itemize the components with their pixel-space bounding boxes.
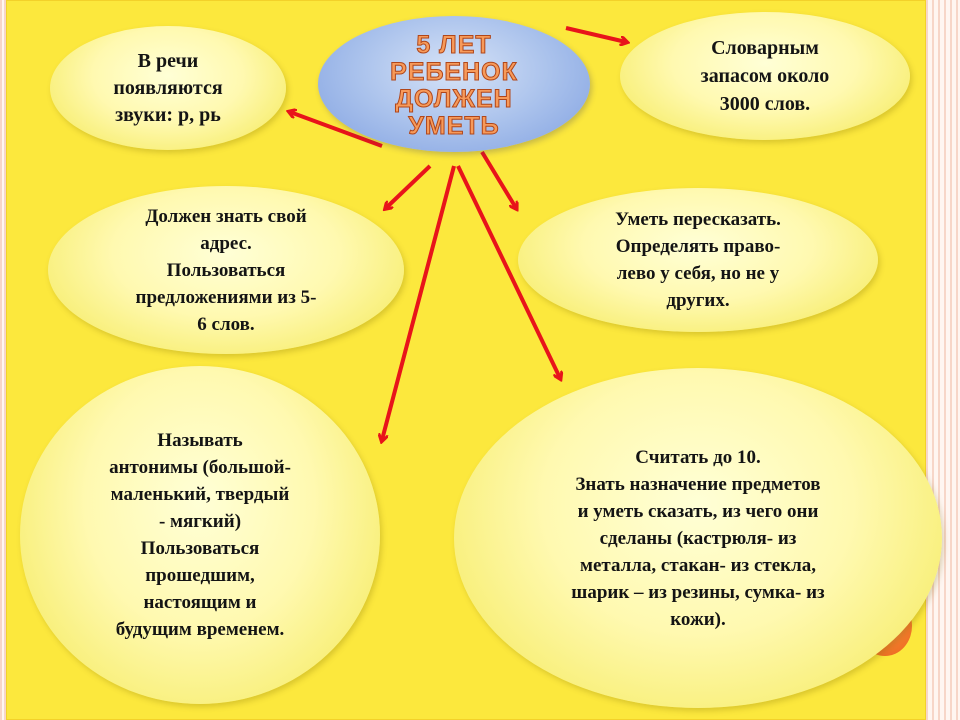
bubble-retell-text: Уметь пересказать. Определять право- лев… [615,209,781,311]
bubble-vocabulary-text: Словарным запасом около 3000 слов. [700,37,830,115]
bubble-speech-sounds: В речи появляются звуки: р, рь [50,26,286,150]
bubble-address-text: Должен знать свой адрес. Пользоваться пр… [135,205,317,335]
bubble-counting: Считать до 10. Знать назначение предмето… [454,368,942,708]
bubble-address: Должен знать свой адрес. Пользоваться пр… [48,186,404,354]
left-stripe-border [0,0,6,720]
bubble-counting-text: Считать до 10. Знать назначение предмето… [571,446,825,630]
center-topic-node: 5 ЛЕТ РЕБЕНОК ДОЛЖЕН УМЕТЬ [318,16,590,152]
bubble-speech-sounds-text: В речи появляются звуки: р, рь [113,49,223,126]
center-topic-title: 5 ЛЕТ РЕБЕНОК ДОЛЖЕН УМЕТЬ [390,31,518,140]
right-stripe-border [926,0,960,720]
bubble-antonyms-text: Называть антонимы (большой- маленький, т… [109,430,291,640]
bubble-antonyms: Называть антонимы (большой- маленький, т… [20,366,380,704]
bubble-vocabulary: Словарным запасом около 3000 слов. [620,12,910,140]
bubble-retell: Уметь пересказать. Определять право- лев… [518,188,878,332]
